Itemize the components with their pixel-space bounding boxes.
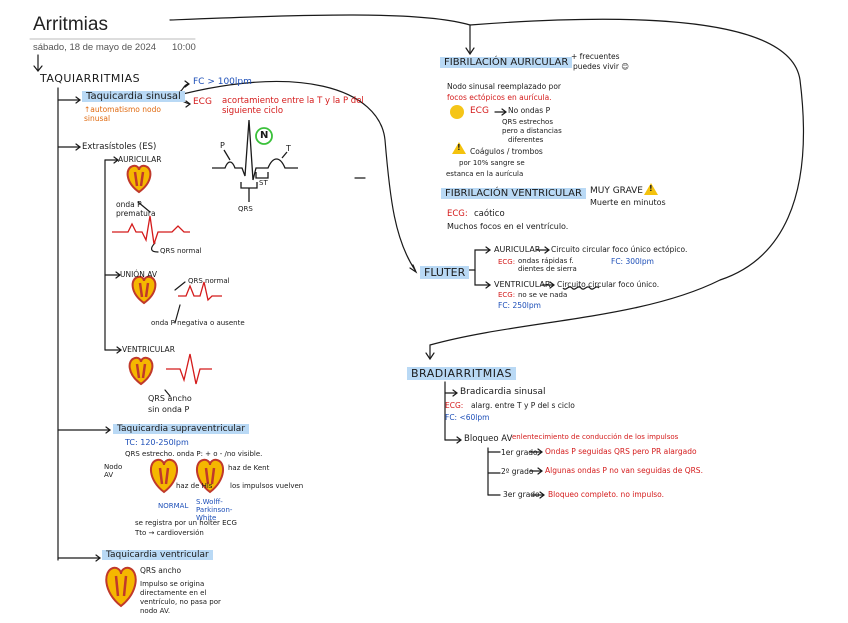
bradi-g1: 1er grado — [501, 448, 538, 457]
fa-side1: + frecuentes — [571, 52, 620, 61]
tv-desc4: nodo AV. — [140, 607, 171, 615]
fv-desc: Muchos focos en el ventrículo. — [447, 222, 569, 231]
sinusal-cause: ↑automatismo nodo sinusal — [84, 105, 161, 123]
fluter-ven-fc: FC: 250lpm — [498, 301, 541, 310]
supra-nodo: Nodo AV — [104, 463, 123, 479]
fluter-auricular: AURICULAR — [494, 245, 541, 254]
fa-warn3: estanca en la aurícula — [446, 170, 524, 178]
sinusal-ecg-text: acortamiento entre la T y la P del sigui… — [222, 96, 364, 116]
bradi-fc: FC: <60lpm — [445, 413, 490, 422]
fluter-aur-fc: FC: 300lpm — [611, 257, 654, 266]
fa-desc2: focos ectópicos en aurícula. — [447, 93, 552, 102]
fa-ecg-label: ECG — [470, 106, 489, 116]
smile-icon — [450, 105, 464, 119]
supra-haz: haz de Kent — [228, 464, 270, 472]
taqui-title: TAQUIARRITMIAS — [40, 72, 141, 85]
fluter-label: FLUTER — [420, 266, 470, 279]
supra-tto: Tto → cardioversión — [135, 529, 204, 537]
bradi-g3-text: Bloqueo completo. no impulso. — [548, 490, 665, 499]
page-time: 10:00 — [172, 42, 196, 53]
es-union-label: UNIÓN AV — [120, 270, 157, 279]
supra-desc: QRS estrecho. onda P: + o - /no visible. — [125, 450, 263, 458]
bradi-g1-text: Ondas P seguidas QRS pero PR alargado — [545, 447, 697, 456]
bradi-bloqueo-desc: enlentecimiento de conducción de los imp… — [512, 433, 679, 441]
bradi-g2-text: Algunas ondas P no van seguidas de QRS. — [545, 466, 703, 475]
tv-desc2: directamente en el — [140, 589, 207, 597]
supra-vias: haz de His — [176, 482, 213, 490]
fluter-aur-text: Circuito circular foco único ectópico. — [551, 245, 688, 254]
bradi-g3: 3er grado — [503, 490, 540, 499]
ecg-n-mark: N — [260, 130, 269, 141]
sinusal-ecg-label: ECG — [193, 97, 212, 107]
ecg-p-mark: P — [220, 141, 225, 150]
supra-label: Taquicardia supraventricular — [113, 424, 250, 434]
fluter-ven-ecg: no se ve nada — [518, 291, 568, 299]
ecg-st-mark: ST — [259, 179, 268, 187]
fv-ecg: caótico — [474, 209, 505, 219]
fluter-aur-ecg: ondas rápidas f. dientes de sierra — [518, 257, 577, 273]
fv-muerte: Muerte en minutos — [590, 198, 666, 207]
warning-icon-2: ! — [644, 183, 658, 195]
bradi-g2: 2º grado — [501, 467, 534, 476]
page-title: Arritmias — [33, 14, 108, 35]
fa-ecg4: diferentes — [508, 136, 544, 144]
sinusal-label: Taquicardia sinusal — [82, 91, 185, 102]
fa-warn1: Coágulos / trombos — [470, 147, 543, 156]
fa-side2: puedes vivir 😊 — [573, 62, 630, 71]
fv-ecg-label: ECG: — [447, 209, 468, 219]
fa-ecg1: No ondas P — [508, 106, 551, 115]
ecg-qrs-mark: QRS — [238, 205, 253, 213]
tv-desc1: Impulso se origina — [140, 580, 205, 588]
heart-icons — [105, 164, 224, 608]
fa-ecg3: pero a distancias — [502, 127, 562, 135]
es-union-qrs: QRS normal — [188, 277, 230, 285]
bradi-sinusal: Bradicardia sinusal — [460, 387, 546, 397]
es-union-onda: onda P negativa o ausente — [151, 319, 245, 327]
fluter-ventricular: VENTRICULAR — [494, 280, 551, 289]
fluter-ven-ecg-label: ECG: — [498, 291, 516, 299]
ecg-t-mark: T — [286, 144, 291, 153]
extrasistoles-label: Extrasístoles (ES) — [82, 142, 157, 152]
supra-holter: se registra por un holter ECG — [135, 519, 237, 527]
fa-label: FIBRILACIÓN AURICULAR — [440, 57, 573, 68]
tv-desc3: ventrículo, no pasa por — [140, 598, 221, 606]
fa-warn2: por 10% sangre se — [459, 159, 525, 167]
bradi-ecg-label: ECG: — [445, 401, 464, 410]
tv-qrs: QRS ancho — [140, 566, 182, 575]
bradi-title: BRADIARRITMIAS — [407, 367, 516, 380]
fv-grave: MUY GRAVE — [590, 186, 643, 196]
fa-desc1: Nodo sinusal reemplazado por — [447, 82, 561, 91]
page-date: sábado, 18 de mayo de 2024 — [33, 42, 157, 53]
fluter-aur-ecg-label: ECG: — [498, 258, 516, 266]
fa-ecg2: QRS estrechos — [502, 118, 553, 126]
es-ventricular-qrs: QRS ancho sin onda P — [148, 394, 192, 414]
supra-normal: NORMAL — [158, 502, 189, 510]
fv-label: FIBRILACIÓN VENTRICULAR — [441, 188, 586, 199]
bradi-bloqueo: Bloqueo AV — [464, 434, 513, 444]
supra-impulsos: los impulsos vuelven — [230, 482, 304, 490]
es-ventricular-label: VENTRICULAR — [122, 345, 175, 354]
es-auricular-label: AURICULAR — [118, 155, 162, 164]
es-auricular-onda: onda P prematura — [116, 200, 156, 218]
bradi-ecg: alarg. entre T y P del s ciclo — [471, 401, 575, 410]
warning-icon: ! — [452, 142, 466, 154]
supra-wolff: S.Wolff-Parkinson-White — [196, 498, 233, 522]
tv-label: Taquicardia ventricular — [102, 550, 213, 560]
sinusal-fc: FC > 100lpm — [193, 77, 252, 87]
es-auricular-qrs: QRS normal — [160, 247, 202, 255]
supra-fc: TC: 120-250lpm — [125, 438, 189, 447]
fluter-ven-text: Circuito circular foco único. — [557, 280, 660, 289]
